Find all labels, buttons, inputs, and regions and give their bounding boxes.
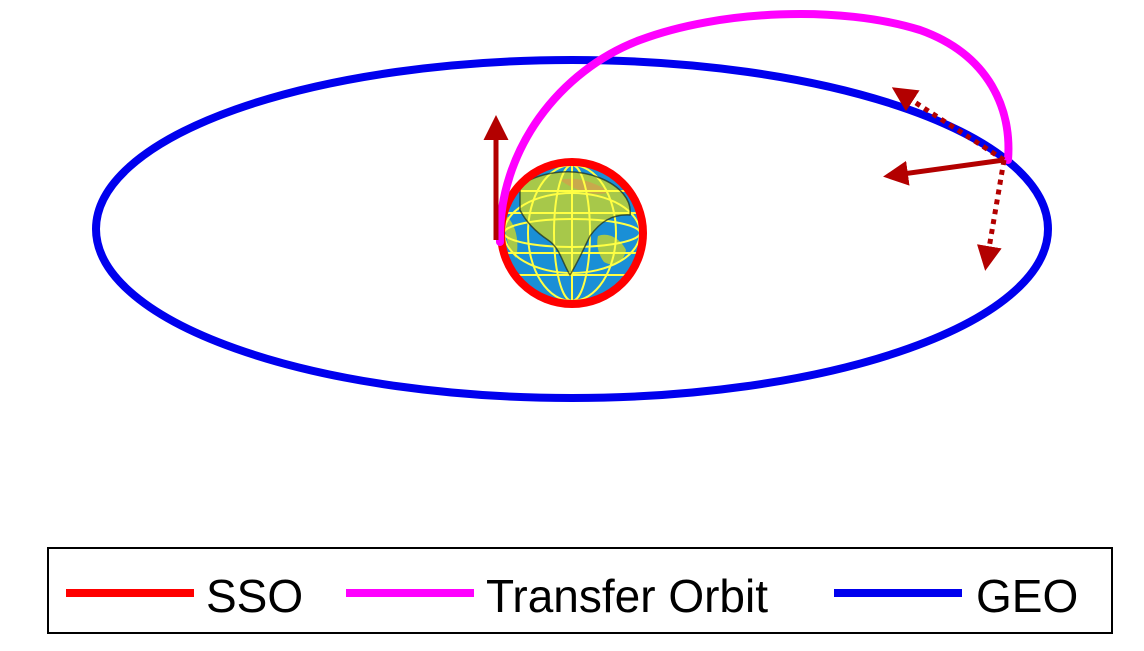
legend: SSO Transfer Orbit GEO <box>47 547 1113 634</box>
legend-label-transfer: Transfer Orbit <box>486 570 768 622</box>
arrival-velocity-arrow <box>883 157 1005 186</box>
legend-label-geo: GEO <box>976 570 1078 622</box>
geo-orbit <box>92 56 1052 402</box>
transfer-orbit <box>495 10 1013 246</box>
arrival-velocity-component-radial <box>977 159 1007 271</box>
earth-globe-icon <box>504 165 640 301</box>
arrival-velocity-component-tangential <box>891 87 1006 163</box>
velocity-arrow-icon <box>483 87 1007 271</box>
legend-label-sso: SSO <box>206 570 303 622</box>
